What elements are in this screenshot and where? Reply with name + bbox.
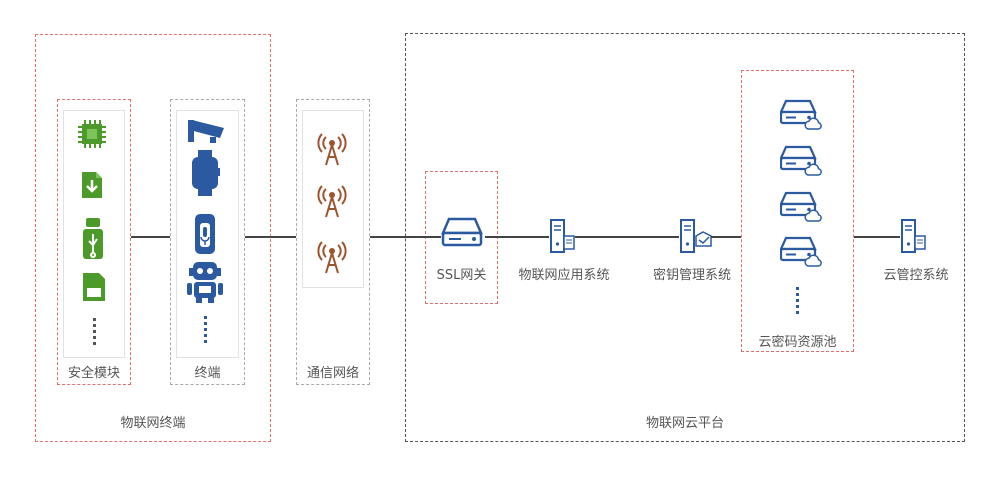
connector-line bbox=[245, 236, 296, 238]
cloud-crypto-pool-label: 云密码资源池 bbox=[758, 335, 837, 350]
security-module-label: 安全模块 bbox=[67, 366, 120, 381]
more-dots bbox=[93, 318, 96, 348]
comm-network-label: 通信网络 bbox=[306, 366, 359, 381]
camera-icon bbox=[186, 116, 228, 146]
iot-app-system-label: 物联网应用系统 bbox=[518, 268, 610, 283]
ssl-gateway-icon bbox=[441, 217, 483, 247]
iot-cloud-platform-label: 物联网云平台 bbox=[645, 416, 724, 431]
connector-line bbox=[575, 236, 679, 238]
cloud-server-icon bbox=[780, 236, 822, 268]
chip-icon bbox=[76, 118, 108, 150]
smart-speaker-icon bbox=[193, 212, 217, 256]
terminal-group bbox=[170, 99, 245, 385]
usb-key-icon bbox=[81, 217, 105, 261]
server-doc-icon bbox=[549, 218, 575, 254]
security-module-group bbox=[57, 99, 131, 385]
antenna-icon bbox=[317, 239, 347, 275]
connector-line bbox=[485, 236, 549, 238]
cloud-control-system-label: 云管控系统 bbox=[883, 268, 949, 283]
server-key-icon bbox=[679, 218, 713, 254]
connector-line bbox=[131, 236, 170, 238]
terminal-label: 终端 bbox=[194, 366, 221, 381]
antenna-icon bbox=[317, 131, 347, 167]
connector-line bbox=[711, 236, 741, 238]
robot-icon bbox=[185, 260, 225, 304]
cloud-server-icon bbox=[780, 145, 822, 177]
cloud-server-icon bbox=[780, 191, 822, 223]
iot-terminal-label: 物联网终端 bbox=[120, 416, 186, 431]
server-doc-icon bbox=[900, 218, 926, 254]
sim-card-icon bbox=[81, 271, 107, 303]
iot-terminal-group bbox=[35, 34, 271, 442]
ssl-gateway-label: SSL网关 bbox=[436, 268, 487, 283]
connector-line bbox=[370, 236, 441, 238]
more-dots bbox=[204, 316, 207, 346]
comm-network-group bbox=[296, 99, 370, 385]
key-mgmt-system-label: 密钥管理系统 bbox=[652, 268, 731, 283]
download-file-icon bbox=[80, 170, 104, 200]
connector-line bbox=[854, 236, 900, 238]
cloud-crypto-pool-group bbox=[741, 70, 854, 352]
antenna-icon bbox=[317, 183, 347, 219]
more-dots bbox=[796, 287, 799, 317]
cloud-server-icon bbox=[780, 99, 822, 131]
smartwatch-icon bbox=[190, 150, 220, 196]
